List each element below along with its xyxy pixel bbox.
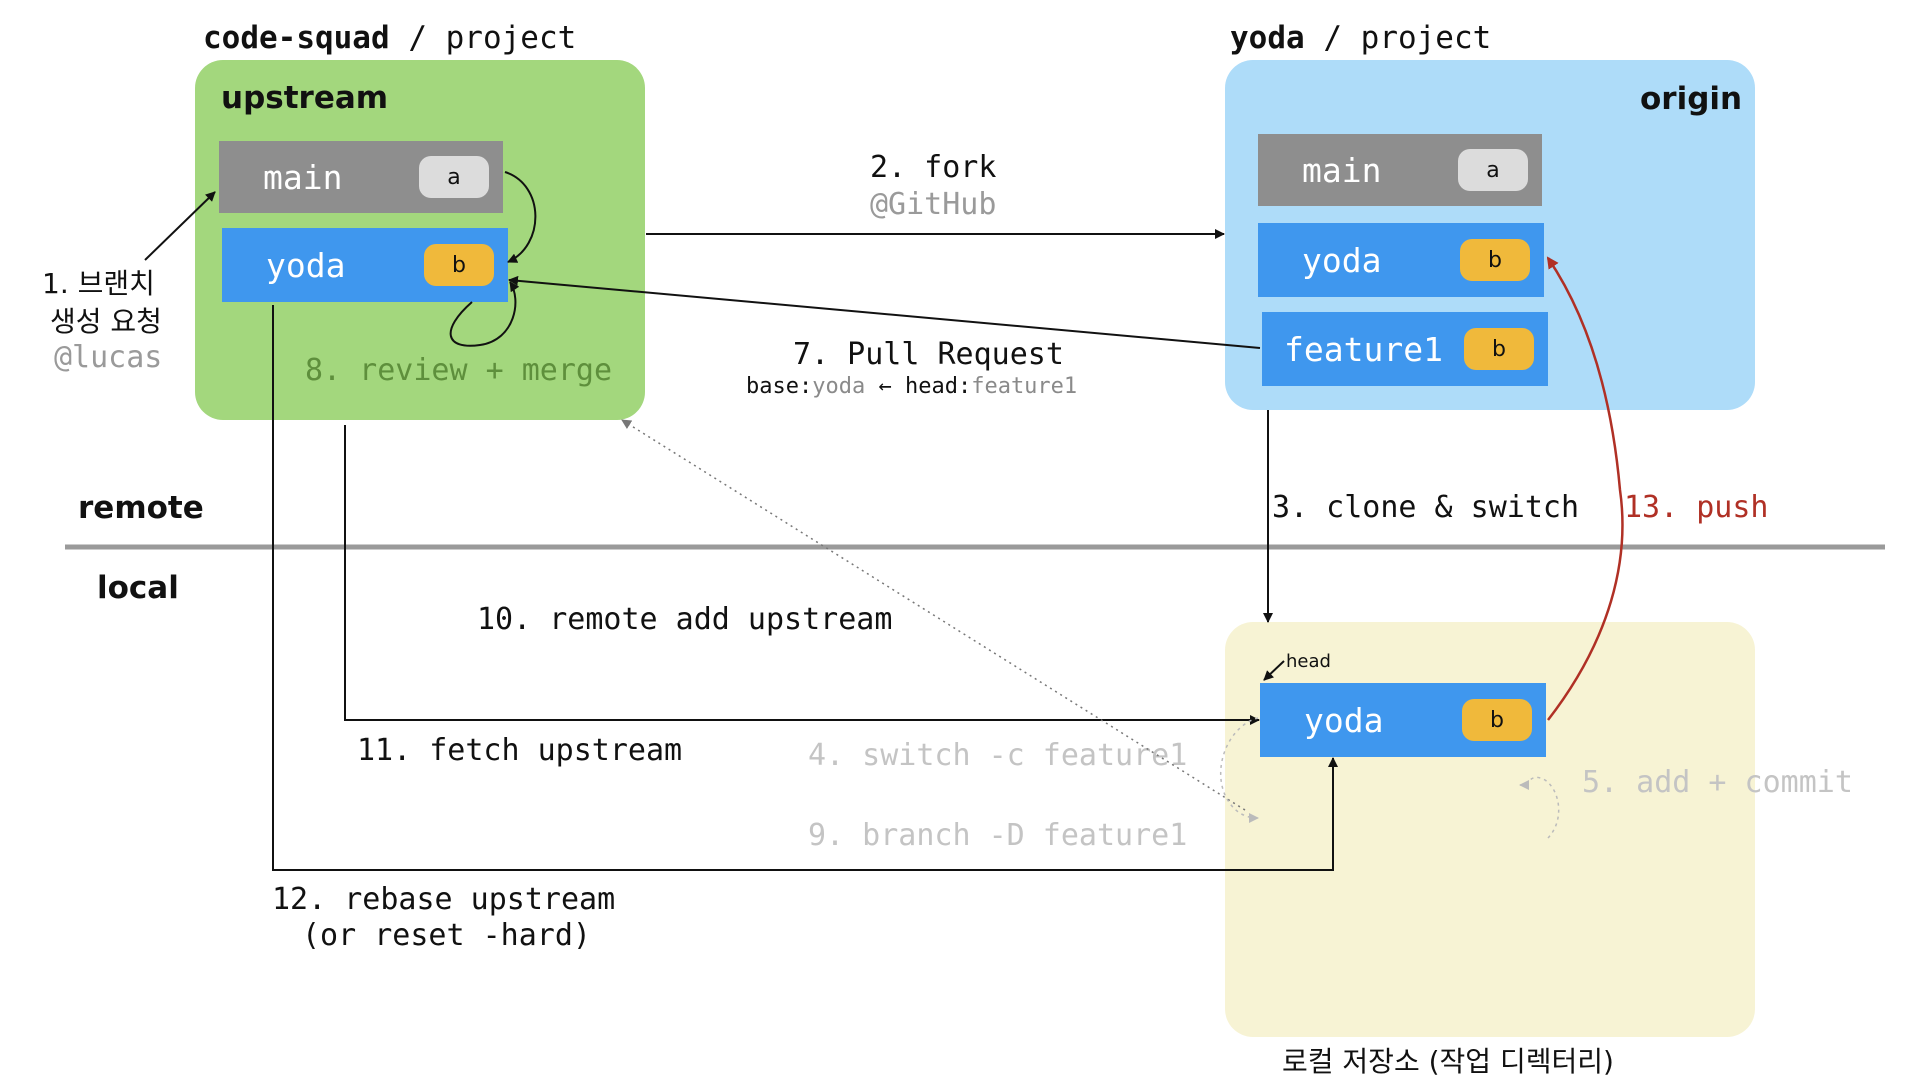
step-1-user: @lucas: [54, 340, 163, 375]
commit-badge: b: [1462, 699, 1532, 741]
upstream-owner: code-squad: [203, 20, 390, 56]
step-12-line2: (or reset -hard): [302, 918, 591, 953]
step-10-label: 10. remote add upstream: [477, 602, 893, 637]
origin-owner: yoda: [1230, 20, 1305, 56]
origin-repo-title: yoda / project: [1230, 20, 1491, 56]
upstream-branch-yoda[interactable]: yoda b: [222, 228, 508, 302]
commit-badge: b: [1464, 328, 1534, 370]
branch-label: main: [263, 157, 343, 197]
pr-head-key: head:: [904, 374, 972, 399]
local-zone-label: local: [97, 570, 179, 606]
step-7-detail: base:yoda ← head:feature1: [746, 374, 1077, 399]
step-7-label: 7. Pull Request: [793, 337, 1064, 372]
remote-zone-label: remote: [78, 490, 204, 526]
local-repo-caption: 로컬 저장소 (작업 디렉터리): [1282, 1045, 1614, 1078]
branch-label: main: [1302, 150, 1382, 190]
arrow-step-11-fetch: [344, 425, 1260, 725]
branch-label: feature1: [1284, 329, 1443, 369]
step-1-line2: 생성 요청: [50, 305, 162, 338]
step-5-label: 5. add + commit: [1582, 765, 1853, 800]
step-1-line1: 1. 브랜치: [42, 267, 155, 300]
step-9-label: 9. branch -D feature1: [808, 818, 1188, 853]
upstream-branch-main[interactable]: main a: [219, 141, 503, 213]
head-pointer-label: head: [1286, 651, 1331, 672]
pr-arrow: ←: [865, 374, 905, 399]
origin-branch-main[interactable]: main a: [1258, 134, 1542, 206]
step-3-label: 3. clone & switch: [1272, 490, 1580, 525]
branch-label: yoda: [266, 245, 346, 285]
step-13-label: 13. push: [1624, 490, 1769, 525]
branch-label: yoda: [1302, 240, 1382, 280]
origin-branch-yoda[interactable]: yoda b: [1258, 223, 1544, 297]
step-4-label: 4. switch -c feature1: [808, 738, 1188, 773]
commit-badge: a: [1458, 149, 1528, 191]
local-branch-yoda[interactable]: yoda b: [1260, 683, 1546, 757]
step-12-line1: 12. rebase upstream: [272, 882, 616, 917]
origin-label: origin: [1640, 81, 1743, 117]
origin-branch-feature1[interactable]: feature1 b: [1262, 312, 1548, 386]
branch-label: yoda: [1304, 700, 1384, 740]
commit-badge: b: [1460, 239, 1530, 281]
commit-badge: b: [424, 244, 494, 286]
step-2-label: 2. fork: [870, 150, 997, 185]
pr-base-key: base:: [746, 374, 813, 399]
step-2-sub: @GitHub: [870, 187, 997, 222]
upstream-repo-title: code-squad / project: [203, 20, 576, 56]
step-11-label: 11. fetch upstream: [357, 733, 683, 768]
upstream-repo-name: / project: [408, 20, 577, 56]
pr-base-value: yoda: [812, 374, 866, 399]
pr-head-value: feature1: [971, 374, 1078, 399]
commit-badge: a: [419, 156, 489, 198]
step-8-label: 8. review + merge: [305, 353, 613, 388]
origin-repo-name: / project: [1323, 20, 1492, 56]
upstream-label: upstream: [221, 80, 389, 116]
